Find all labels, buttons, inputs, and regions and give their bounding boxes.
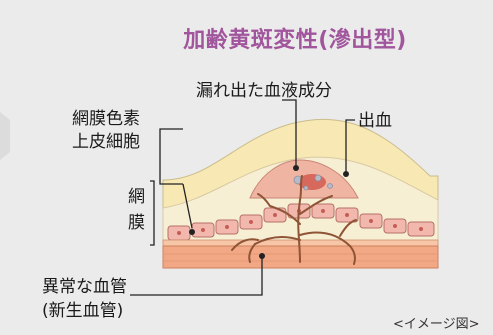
fluid-dot	[327, 183, 333, 189]
left-edge-tab	[0, 112, 10, 160]
fluid-dot	[303, 185, 309, 191]
retina-label-line1: 網	[128, 187, 145, 207]
vessels-label-line2: (新生血管)	[42, 301, 124, 321]
rpe-label-line1: 網膜色素	[72, 109, 140, 129]
bleeding-label: 出血	[358, 111, 392, 131]
fluid-dot	[314, 174, 322, 182]
image-note: <イメージ図>	[393, 317, 480, 332]
abnormal-vessels	[231, 175, 357, 265]
leaked-fluid-label: 漏れ出た血液成分	[196, 81, 332, 101]
vessels-label-line1: 異常な血管	[42, 277, 127, 297]
leader-lines	[130, 99, 355, 296]
rpe-label-line2: 上皮細胞	[72, 132, 140, 152]
retina-label-line2: 膜	[128, 213, 145, 233]
bruch-membrane	[162, 239, 439, 247]
diagram-title: 加齢黄斑変性(滲出型)	[183, 28, 407, 53]
leader-dots	[189, 165, 349, 259]
